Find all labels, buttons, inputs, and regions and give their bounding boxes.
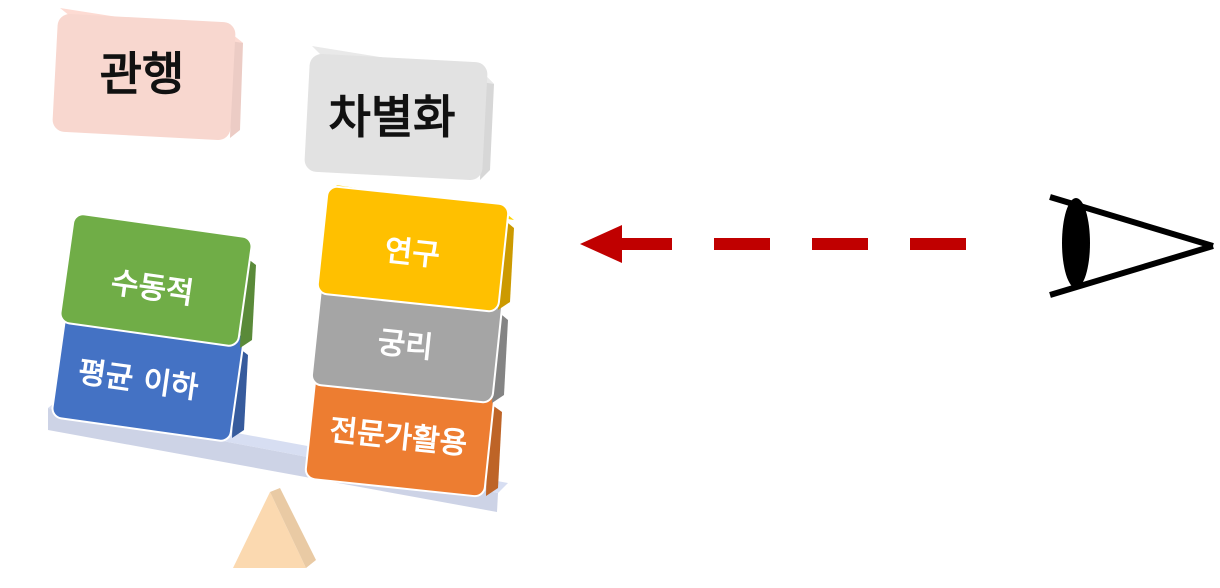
fulcrum: [233, 488, 316, 568]
convention-box: 관행: [52, 8, 243, 140]
below-average-block: 평균 이하: [51, 308, 248, 442]
contemplation-block: 궁리: [310, 278, 508, 404]
dashed-left-arrow: [580, 225, 966, 263]
differentiation-box: 차별화: [304, 46, 494, 180]
eye-icon: [1049, 194, 1214, 298]
convention-label: 관행: [100, 47, 185, 101]
research-block: 연구: [316, 185, 514, 313]
research-label: 연구: [383, 233, 442, 274]
contemplation-label: 궁리: [376, 325, 435, 366]
expert-use-block: 전문가활용: [304, 370, 502, 498]
differentiation-label: 차별화: [329, 90, 456, 144]
passive-block: 수동적: [59, 213, 256, 348]
